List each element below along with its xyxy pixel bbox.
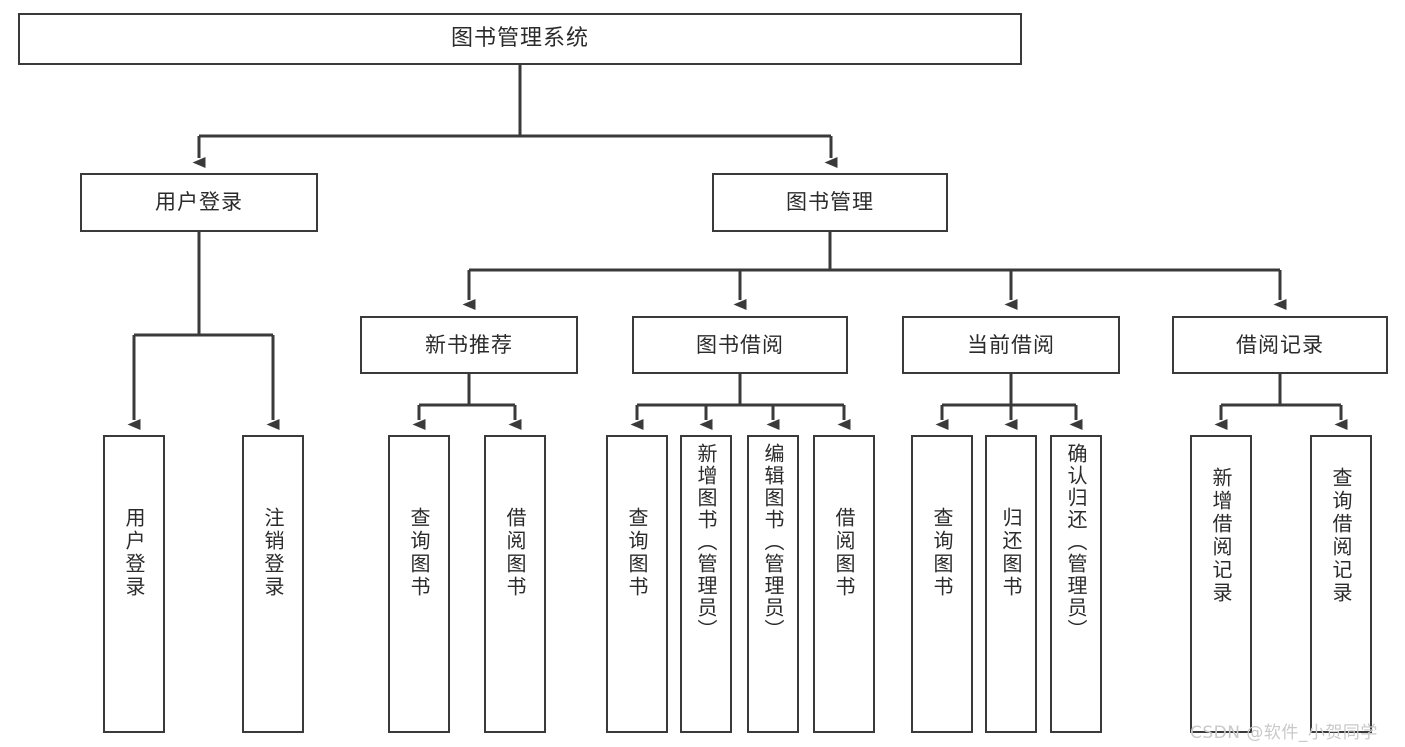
node-new-book-rec[interactable]: 新书推荐 <box>360 316 578 374</box>
leaf-query-book-1[interactable]: 查询图书 <box>388 435 450 733</box>
leaf-query-book-2[interactable]: 查询图书 <box>606 435 668 733</box>
node-current-borrow[interactable]: 当前借阅 <box>902 316 1120 374</box>
csdn-watermark: CSDN @软件_小贺同学 <box>1190 723 1378 743</box>
node-user-login-label: 用户登录 <box>155 190 243 215</box>
leaf-borrow-book-1-label: 借阅图书 <box>503 507 527 599</box>
leaf-confirm-return[interactable]: 确认归还（管理员） <box>1050 435 1102 733</box>
leaf-add-record[interactable]: 新增借阅记录 <box>1190 435 1252 733</box>
node-user-login[interactable]: 用户登录 <box>80 173 318 232</box>
leaf-return-book-label: 归还图书 <box>999 507 1023 599</box>
node-root-label: 图书管理系统 <box>450 26 589 52</box>
leaf-user-logout-label: 注销登录 <box>261 507 285 599</box>
node-book-manage[interactable]: 图书管理 <box>712 173 948 232</box>
leaf-user-login-label: 用户登录 <box>122 507 146 599</box>
node-new-book-rec-label: 新书推荐 <box>425 332 513 357</box>
node-current-borrow-label: 当前借阅 <box>967 332 1055 357</box>
leaf-add-book-label: 新增图书（管理员） <box>694 443 718 641</box>
leaf-borrow-book-1[interactable]: 借阅图书 <box>484 435 546 733</box>
leaf-return-book[interactable]: 归还图书 <box>985 435 1037 733</box>
leaf-add-book[interactable]: 新增图书（管理员） <box>680 435 732 733</box>
leaf-query-book-3-label: 查询图书 <box>930 507 954 599</box>
leaf-confirm-return-label: 确认归还（管理员） <box>1064 443 1088 641</box>
leaf-query-book-1-label: 查询图书 <box>407 507 431 599</box>
leaf-query-record[interactable]: 查询借阅记录 <box>1310 435 1372 733</box>
leaf-query-book-2-label: 查询图书 <box>625 507 649 599</box>
node-book-borrow-label: 图书借阅 <box>696 332 784 357</box>
node-book-borrow[interactable]: 图书借阅 <box>632 316 848 374</box>
node-root[interactable]: 图书管理系统 <box>18 13 1022 65</box>
leaf-borrow-book-2-label: 借阅图书 <box>832 507 856 599</box>
leaf-query-book-3[interactable]: 查询图书 <box>911 435 973 733</box>
leaf-query-record-label: 查询借阅记录 <box>1329 467 1353 605</box>
leaf-add-record-label: 新增借阅记录 <box>1209 467 1233 605</box>
node-book-manage-label: 图书管理 <box>786 190 874 215</box>
node-borrow-record-label: 借阅记录 <box>1236 332 1324 357</box>
leaf-edit-book[interactable]: 编辑图书（管理员） <box>747 435 799 733</box>
node-borrow-record[interactable]: 借阅记录 <box>1172 316 1388 374</box>
leaf-borrow-book-2[interactable]: 借阅图书 <box>813 435 875 733</box>
leaf-user-login[interactable]: 用户登录 <box>103 435 165 733</box>
leaf-edit-book-label: 编辑图书（管理员） <box>761 443 785 641</box>
leaf-user-logout[interactable]: 注销登录 <box>242 435 304 733</box>
